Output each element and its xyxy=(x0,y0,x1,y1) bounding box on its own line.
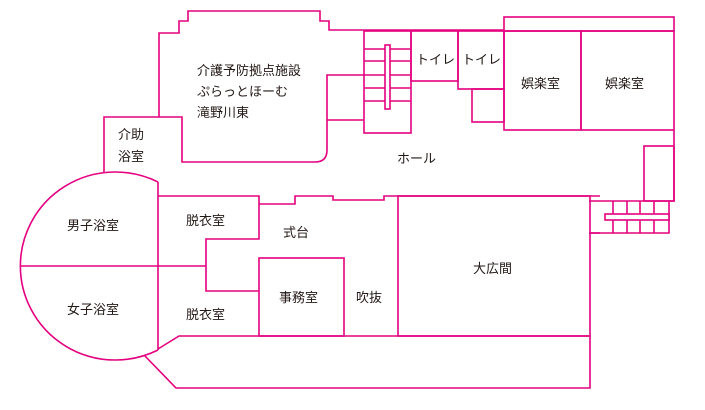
care-facility-label-1: 介護予防拠点施設 xyxy=(197,63,301,79)
womens-bath-label: 女子浴室 xyxy=(67,302,119,318)
care-facility-label-2: ぷらっとほーむ xyxy=(197,85,288,100)
corridor-wall xyxy=(143,335,591,389)
wall xyxy=(589,130,675,202)
care-facility-wall xyxy=(158,10,504,117)
office-label: 事務室 xyxy=(279,290,318,306)
top-contour-wall xyxy=(259,195,600,205)
storage-room xyxy=(471,88,505,123)
hall-label: ホール xyxy=(397,152,436,167)
staircase-right xyxy=(589,201,670,234)
mens-bath-label: 男子浴室 xyxy=(67,218,119,234)
staircase-top xyxy=(363,30,412,134)
dressing-room-walls xyxy=(158,195,260,292)
closet xyxy=(643,145,675,202)
entrance-step-label: 式台 xyxy=(283,226,309,241)
toilet-1-label: トイレ xyxy=(416,53,455,68)
dressing-room-1-label: 脱衣室 xyxy=(186,213,225,229)
atrium-label: 吹抜 xyxy=(356,290,382,306)
recreation-1-label: 娯楽室 xyxy=(521,76,560,92)
toilet-2-label: トイレ xyxy=(462,53,501,68)
care-facility-room xyxy=(103,74,364,172)
dressing-room-2-label: 脱衣室 xyxy=(186,307,225,323)
assisted-bath-label-2: 浴室 xyxy=(118,149,144,165)
wall xyxy=(503,16,675,32)
recreation-room-2 xyxy=(580,30,675,131)
care-facility-label-3: 滝野川東 xyxy=(197,105,249,121)
recreation-2-label: 娯楽室 xyxy=(605,76,644,92)
large-hall-label: 大広間 xyxy=(473,262,512,277)
assisted-bath-label-1: 介助 xyxy=(118,128,144,143)
